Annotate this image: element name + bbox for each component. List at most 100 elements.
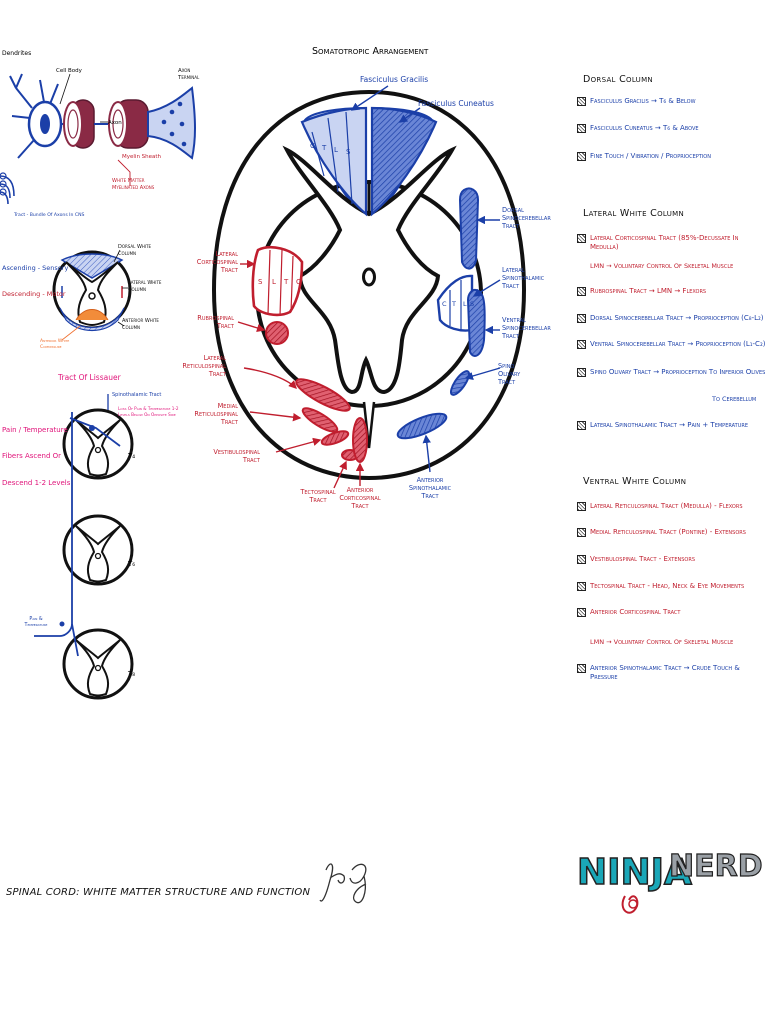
lissauer-note-text: Loss Of Pain & Temperature 1-2	[118, 406, 179, 411]
lateral-lmn-note: LMN → Voluntary Control Of Skeletal Musc…	[590, 262, 734, 270]
pain-temp-label: Pain / Temperature	[2, 426, 68, 434]
corticospinal-letter-C: C	[296, 278, 301, 286]
ventral-item-3: Vestibulospinal Tract - Extensors	[577, 555, 695, 564]
axon-label: Axon	[108, 120, 122, 126]
anterior-corticospinal-label: Corticospinal	[339, 494, 380, 502]
right-tract-label: Ventral	[502, 316, 526, 324]
right-tract-label: Spinocerebellar	[502, 214, 551, 222]
legend-hatch-icon	[577, 368, 586, 377]
left-tract-label: Tract	[220, 418, 239, 426]
ventral-item-4: Tectospinal Tract - Head, Neck & Eye Mov…	[577, 582, 744, 591]
rubrospinal-shape	[265, 321, 289, 345]
spinothalamic-letter-S: S	[470, 300, 474, 308]
right-tract-label: Dorsal	[502, 206, 524, 214]
left-tract-label: Reticulospinal	[194, 410, 238, 418]
anterior-white-column-text: Column	[122, 325, 140, 331]
corticospinal-letter-L: L	[272, 278, 276, 286]
dorsal-item-1: Fasciculus Gracilis → T₆ & Below	[577, 97, 696, 106]
right-tract-label: Spinothalamic	[502, 274, 545, 282]
legend-hatch-icon	[577, 97, 586, 106]
right-tract-labels: DorsalSpinocerebellarTractLateralSpinoth…	[497, 206, 551, 386]
spinothalamic-letter-L: L	[463, 300, 467, 308]
cord-outline	[211, 89, 527, 481]
left-tract-label: Vestibulospinal	[213, 448, 260, 456]
dorsal-spinocerebellar-shape	[458, 187, 480, 270]
main-pointers	[237, 85, 501, 489]
right-tract-label: Tract	[501, 282, 520, 290]
commissure-text: Commissure	[40, 344, 62, 350]
lissauer-note-text: Levels Below On Opposite Side	[118, 412, 176, 417]
left-tract-label: Reticulospinal	[182, 362, 226, 370]
commissure-text: Anterior White	[40, 338, 69, 344]
descend-levels-label: Descend 1-2 Levels	[2, 479, 71, 487]
ventral-lmn-note: LMN → Voluntary Control Of Skeletal Musc…	[590, 638, 734, 646]
left-descending-tracts	[251, 246, 368, 463]
ventral-item-1: Lateral Reticulospinal Tract (Medulla) -…	[577, 502, 743, 511]
anterior-spinothalamic-label: Anterior	[417, 476, 444, 484]
left-tract-label: Tract	[208, 370, 227, 378]
right-tract-label: Lateral	[502, 266, 525, 274]
right-tract-label: Tract	[501, 222, 520, 230]
ninja-nerd-logo: NINJA NERD	[573, 840, 763, 926]
small-cord-diagram	[52, 249, 132, 341]
legend-hatch-icon	[577, 528, 586, 537]
legend-hatch-icon	[577, 287, 586, 296]
dorsal-columns	[300, 106, 438, 217]
bottom-tract-labels: TectospinalTractAnteriorCorticospinalTra…	[299, 476, 451, 510]
tectospinal-label: Tectospinal	[299, 488, 335, 496]
dendrites-label: Dendrites	[2, 50, 31, 57]
right-tract-label: Tract	[497, 378, 516, 386]
left-tract-label: Corticospinal	[197, 258, 238, 266]
lateral-item-2: Rubrospinal Tract → LMN → Flexors	[577, 287, 706, 296]
dorsal-letter-T: T	[321, 144, 327, 152]
ventral-item-2: Medial Reticulospinal Tract (Pontine) - …	[577, 528, 746, 537]
tract-definition-label: Tract - Bundle Of Axons In CNS	[13, 212, 85, 218]
ascending-label: Ascending - Sensory	[2, 264, 68, 272]
dorsal-letter-L: L	[334, 146, 338, 154]
ventral-item-5: Anterior Corticospinal Tract	[577, 608, 680, 617]
signature	[319, 863, 367, 904]
fibers-ascend-label: Fibers Ascend Or	[2, 452, 61, 460]
main-title: Somatotropic Arrangement	[312, 46, 429, 57]
left-tract-label: Lateral	[216, 250, 239, 258]
lateral-corticospinal-shape	[251, 246, 304, 317]
lateral-item-3: Dorsal Spinocerebellar Tract → Proprioce…	[577, 314, 764, 323]
white-matter-text: White Matter	[112, 178, 145, 184]
lateral-white-column-text: Column	[128, 287, 146, 293]
dorsal-item-3: Fine Touch / Vibration / Proprioception	[577, 152, 711, 161]
legend-hatch-icon	[577, 124, 586, 133]
ventral-column-heading: Ventral White Column	[583, 476, 687, 487]
legend-hatch-icon	[577, 664, 586, 673]
white-matter-text: Myelinated Axons	[112, 185, 155, 191]
spinothalamic-letter-C: C	[442, 300, 447, 308]
legend-hatch-icon	[577, 234, 586, 243]
neuron-illustration	[0, 73, 196, 205]
label-fasciculus-gracilis: Fasciculus Gracilis	[360, 75, 428, 84]
label-fasciculus-cuneatus: Fasciculus Cuneatus	[418, 99, 494, 108]
spinothalamic-letter-T: T	[451, 300, 456, 308]
spinothalamic-small-label: Spinothalamic Tract	[112, 392, 161, 398]
corticospinal-letter-S: S	[258, 278, 263, 286]
legend-hatch-icon	[577, 314, 586, 323]
anterior-white-column-text: Anterior White	[122, 318, 159, 324]
anterior-corticospinal-shape	[352, 417, 368, 463]
legend-hatch-icon	[577, 608, 586, 617]
anterior-spinothalamic-shape	[396, 412, 448, 440]
lateral-white-column-text: Lateral White	[128, 280, 162, 286]
pain-temp-small-text: Pain &	[29, 616, 43, 622]
anterior-spinothalamic-label: Tract	[420, 492, 439, 500]
corticospinal-letter-T: T	[283, 278, 289, 286]
footer-title: SPINAL CORD: WHITE MATTER STRUCTURE AND …	[6, 887, 311, 898]
legend-hatch-icon	[577, 502, 586, 511]
level-t6-label: T₆	[127, 560, 135, 568]
left-tract-label: Tract	[220, 266, 239, 274]
legend-hatch-icon	[577, 582, 586, 591]
level-t4-label: T₄	[127, 452, 135, 460]
